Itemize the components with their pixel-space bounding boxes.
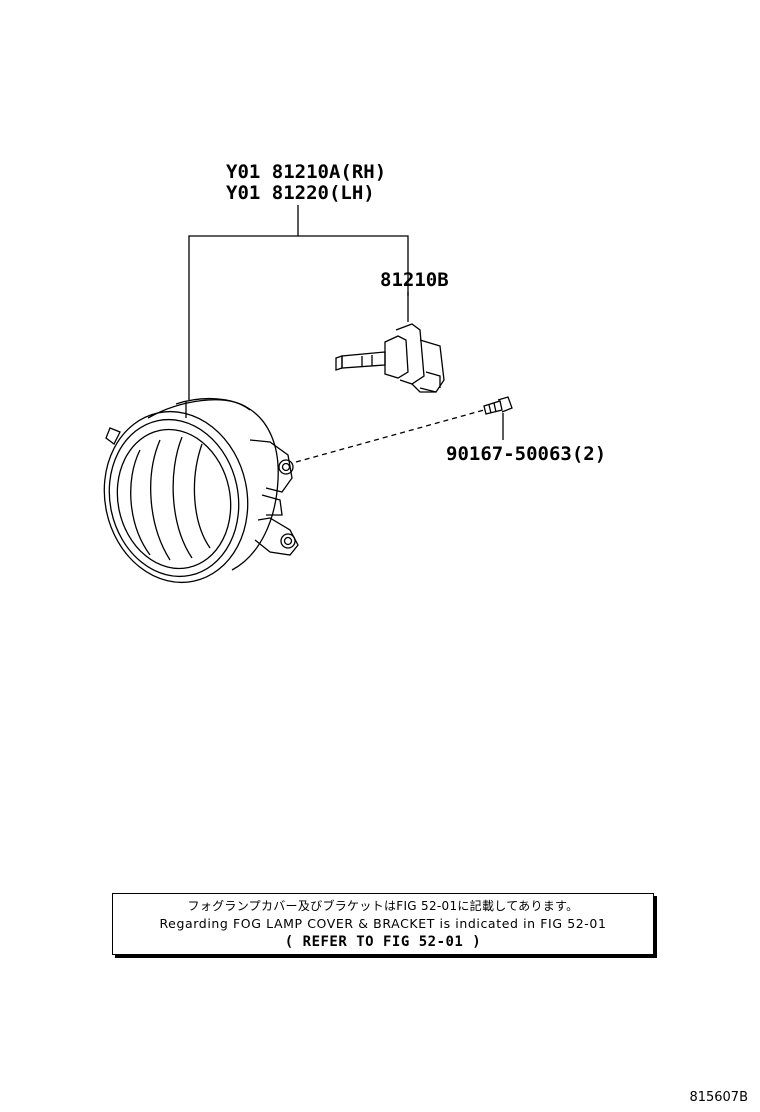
note-japanese: フォグランプカバー及びブラケットはFIG 52-01に記載してあります。 bbox=[187, 899, 579, 913]
callout-screw: 90167-50063(2) bbox=[446, 443, 607, 465]
note-english: Regarding FOG LAMP COVER & BRACKET is in… bbox=[159, 916, 607, 931]
reference-note-box: フォグランプカバー及びブラケットはFIG 52-01に記載してあります。 Reg… bbox=[112, 893, 654, 955]
leader-lines bbox=[188, 205, 504, 463]
callout-bulb: 81210B bbox=[380, 269, 449, 291]
figure-code: 815607B bbox=[689, 1090, 748, 1105]
note-reference: ( REFER TO FIG 52-01 ) bbox=[284, 934, 482, 950]
fog-lamp-assembly-drawing bbox=[103, 397, 299, 584]
screw-drawing bbox=[483, 396, 513, 415]
callout-assembly-rh: Y01 81210A(RH) bbox=[226, 161, 387, 183]
callout-assembly-lh: Y01 81220(LH) bbox=[226, 182, 375, 204]
bulb-drawing bbox=[335, 323, 445, 393]
